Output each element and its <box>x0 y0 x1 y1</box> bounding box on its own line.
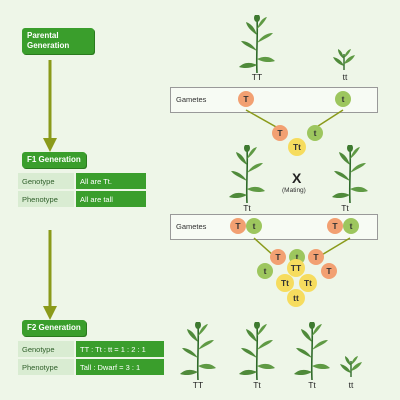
f2-plant-1-genotype: TT <box>192 380 204 390</box>
cross-symbol: X <box>292 170 302 186</box>
generation-arrows <box>43 60 57 320</box>
f1-plant-right <box>331 145 369 204</box>
fusion-lines <box>245 109 344 129</box>
table-row: Phenotype All are tall <box>18 191 146 207</box>
f2-label-text: F2 Generation <box>27 323 81 332</box>
f2-offspring-Tt-right: Tt <box>299 274 317 292</box>
f2-top-1: T <box>270 249 286 265</box>
f2-left: t <box>257 263 273 279</box>
fusion-hybrid: Tt <box>288 138 306 156</box>
f1-gamete-3: T <box>327 218 343 234</box>
f1-generation-label: F1 Generation <box>22 152 86 168</box>
f2-phenotype-key: Phenotype <box>18 359 74 375</box>
parent2-genotype: tt <box>342 72 348 82</box>
arrow-head-1 <box>43 138 57 152</box>
f2-phenotype-value: Tall : Dwarf = 3 : 1 <box>76 359 164 375</box>
f2-genotype-key: Genotype <box>18 341 74 357</box>
table-row: Genotype TT : Tt : tt = 1 : 2 : 1 <box>18 341 164 357</box>
f2-top-3: T <box>308 249 324 265</box>
table-row: Phenotype Tall : Dwarf = 3 : 1 <box>18 359 164 375</box>
f1-label-text: F1 Generation <box>27 155 81 164</box>
f1-gamete-1: T <box>230 218 246 234</box>
f2-plant-3 <box>293 322 331 381</box>
arrow-head-2 <box>43 306 57 320</box>
parental-label-text: Parental Generation <box>27 31 70 50</box>
f2-generation-label: F2 Generation <box>22 320 86 336</box>
f1-table: Genotype All are Tt. Phenotype All are t… <box>16 171 148 209</box>
fusion-dominant: T <box>272 125 288 141</box>
f1-gametes-label: Gametes <box>176 222 207 231</box>
f2-offspring-Tt-left: Tt <box>276 274 294 292</box>
f1-phenotype-key: Phenotype <box>18 191 74 207</box>
f2-plant-2 <box>238 322 276 381</box>
f1-plant-left-genotype: Tt <box>243 203 251 213</box>
parent-dwarf-plant <box>332 48 356 71</box>
f2-plant-4-dwarf <box>339 355 363 378</box>
f2-plant-3-genotype: Tt <box>308 380 316 390</box>
table-row: Genotype All are Tt. <box>18 173 146 189</box>
gamete-dominant: T <box>238 91 254 107</box>
f1-phenotype-value: All are tall <box>76 191 146 207</box>
fusion-recessive: t <box>307 125 323 141</box>
f2-table: Genotype TT : Tt : tt = 1 : 2 : 1 Phenot… <box>16 339 166 377</box>
f1-genotype-value: All are Tt. <box>76 173 146 189</box>
parental-gametes-label: Gametes <box>176 95 207 104</box>
parental-generation-label: Parental Generation <box>22 28 94 54</box>
parent1-genotype: TT <box>251 72 263 82</box>
mating-note: (Mating) <box>282 187 306 194</box>
f2-offspring-tt: tt <box>287 289 305 307</box>
f1-plant-right-genotype: Tt <box>341 203 349 213</box>
f2-offspring-TT: TT <box>287 259 305 277</box>
f2-genotype-value: TT : Tt : tt = 1 : 2 : 1 <box>76 341 164 357</box>
f2-plant-1 <box>179 322 217 381</box>
f1-plant-left <box>228 145 266 204</box>
f2-plant-4-genotype: tt <box>348 380 354 390</box>
f1-gamete-2: t <box>246 218 262 234</box>
f2-plant-2-genotype: Tt <box>253 380 261 390</box>
f1-gamete-4: t <box>343 218 359 234</box>
f2-right: T <box>321 263 337 279</box>
gamete-recessive: t <box>335 91 351 107</box>
parent-tall-plant <box>238 15 276 74</box>
f1-genotype-key: Genotype <box>18 173 74 189</box>
